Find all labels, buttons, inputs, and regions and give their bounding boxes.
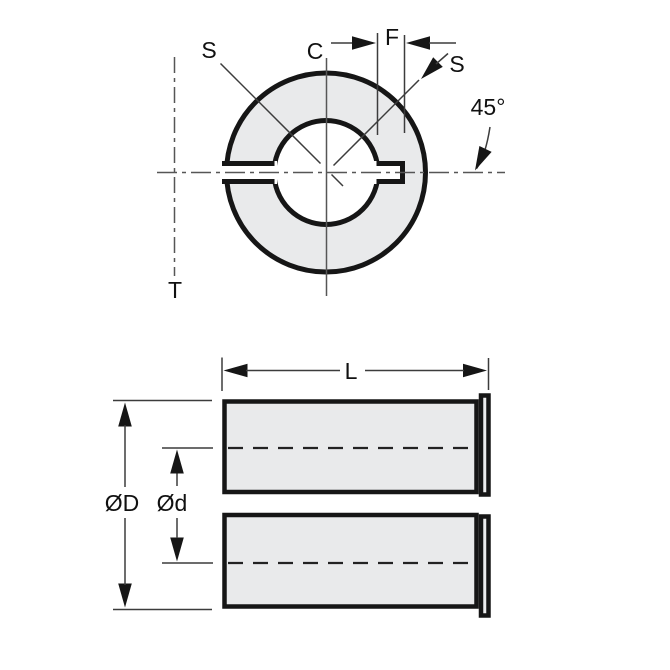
side-view: L ØD Ød: [105, 357, 491, 618]
top-view: S C F S 45° T: [157, 24, 505, 303]
label-f: F: [385, 24, 399, 50]
body-lower-half: [222, 512, 479, 609]
label-od: ØD: [105, 490, 140, 516]
label-id: Ød: [157, 490, 188, 516]
id-arrowhead-bottom: [170, 537, 184, 562]
od-arrowhead-bottom: [118, 583, 132, 608]
body-upper-half: [222, 399, 479, 495]
c-arrowhead: [352, 36, 376, 50]
l-arrowhead-left: [223, 363, 248, 378]
radial-line-upper-left: [219, 62, 322, 165]
id-arrowhead-top: [170, 449, 184, 474]
label-s-right: S: [449, 51, 464, 77]
l-arrowhead-right: [463, 363, 487, 378]
label-angle: 45°: [471, 94, 506, 120]
od-arrowhead-top: [118, 402, 132, 427]
label-s-left: S: [201, 37, 216, 63]
label-l: L: [345, 358, 358, 384]
slot-cutout: [217, 161, 277, 184]
angle-arc-arrowhead: [468, 145, 492, 174]
flange-lower: [478, 514, 491, 618]
label-c: C: [307, 38, 324, 64]
flange-upper: [478, 393, 491, 497]
f-arrowhead: [406, 36, 430, 50]
slot-edges: [222, 161, 275, 184]
s-leader-line: [435, 52, 449, 65]
label-t: T: [168, 277, 182, 303]
radial-line-tick: [330, 173, 344, 187]
